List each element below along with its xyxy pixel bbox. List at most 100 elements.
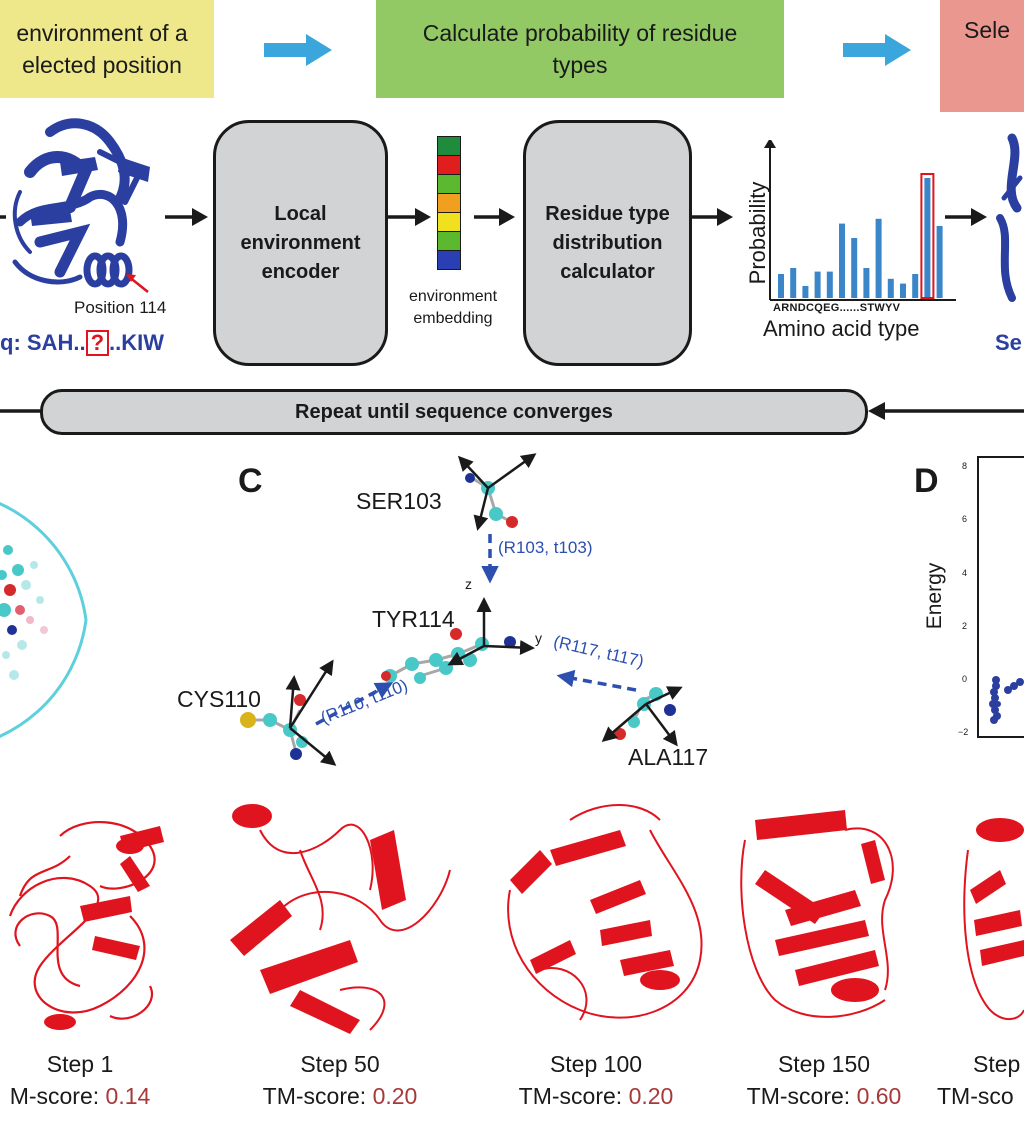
probability-bar (887, 278, 894, 298)
probability-bar (778, 274, 784, 298)
step-150-caption: Step 150 TM-score: 0.60 (724, 1048, 924, 1112)
residue-label-tyr114: TYR114 (372, 606, 455, 632)
embedding-cell (437, 136, 461, 156)
tm-score-prefix: TM-score: (746, 1083, 857, 1110)
step-150-label: Step 150 (777, 1051, 871, 1077)
step-final-label: Step (973, 1051, 1021, 1077)
energy-points (989, 676, 1024, 724)
tm-score-value: 0.14 (105, 1083, 151, 1110)
step-1-tm-score: M-score: 0.14 (0, 1080, 180, 1112)
stage-label-select: Sele (964, 17, 1011, 43)
highlighted-bar-box (920, 173, 935, 299)
energy-ytick-4: 4 (962, 568, 968, 578)
probability-bar (912, 274, 919, 298)
step-50-label: Step 50 (300, 1051, 380, 1077)
probability-bar (790, 268, 797, 298)
tm-score-value: 0.20 (372, 1083, 418, 1110)
energy-ytick-8: 8 (962, 461, 968, 471)
probability-bar (802, 286, 809, 298)
panel-d-letter: D (914, 462, 939, 500)
axis-label-y: y (535, 630, 542, 646)
energy-ytick-6: 6 (962, 514, 968, 524)
step-1-label: Step 1 (46, 1051, 114, 1077)
residue-distribution-calculator: Residue type distribution calculator (523, 120, 692, 366)
chart-tick-labels: ARNDCQEG......STWYV (773, 302, 901, 314)
sequence-prefix: q: SAH.. (0, 330, 86, 355)
step-150-tm-score: TM-score: 0.60 (724, 1080, 924, 1112)
repeat-loop-arrows (0, 402, 1024, 420)
step-1-caption: Step 1 M-score: 0.14 (0, 1048, 180, 1112)
stage-label-environment: environment of a elected position (16, 19, 188, 78)
step-final-tm-score: TM-sco (937, 1080, 1024, 1112)
protein-structure-image (12, 118, 150, 293)
probability-bar (863, 268, 870, 298)
probability-bar (826, 271, 833, 298)
energy-plot-frame (977, 456, 1024, 738)
tm-score-prefix: TM-sco (937, 1083, 1014, 1110)
calculator-label: Residue type distribution calculator (545, 202, 670, 283)
embedding-label: environment embedding (408, 288, 498, 327)
residue-label-ala117: ALA117 (628, 744, 709, 770)
stage-box-select: Sele (940, 0, 1024, 112)
embedding-cell (437, 251, 461, 270)
embedding-cell (437, 232, 461, 251)
pipeline-arrows (0, 208, 987, 226)
query-sequence: q: SAH..?..KIW (0, 330, 164, 356)
embedding-cell (437, 213, 461, 232)
position-label: Position 114 (74, 298, 167, 317)
energy-ylabel: Energy (923, 562, 946, 630)
chart-xlabel: Amino acid type (763, 316, 920, 341)
probability-chart (764, 140, 956, 301)
tm-score-prefix: TM-score: (518, 1083, 629, 1110)
step-100-caption: Step 100 TM-score: 0.20 (496, 1048, 696, 1112)
energy-ytick-2: 2 (962, 621, 968, 631)
step-150-structure-image (740, 810, 894, 1018)
sequence-query-residue: ? (85, 330, 110, 356)
step-100-tm-score: TM-score: 0.20 (496, 1080, 696, 1112)
embedding-cell (437, 156, 461, 175)
stage-box-calculate: Calculate probability of residue types (376, 0, 784, 98)
probability-bar (839, 223, 845, 298)
tm-score-value: 0.60 (856, 1083, 902, 1110)
step-50-structure-image (230, 804, 451, 1034)
repeat-label: Repeat until sequence converges (295, 400, 613, 423)
step-100-structure-image (507, 804, 703, 1021)
panel-b-environment-sphere (0, 502, 88, 738)
stage-flow-arrow-2 (843, 34, 911, 66)
stage-label-calculate: Calculate probability of residue types (422, 19, 738, 78)
embedding-cell (437, 175, 461, 194)
step-100-label: Step 100 (549, 1051, 643, 1077)
probability-bar (924, 178, 931, 298)
probability-bar (936, 226, 943, 298)
transform-label-r103: (R103, t103) (498, 538, 593, 557)
residue-label-cys110: CYS110 (177, 686, 261, 712)
stage-box-environment: environment of a elected position (0, 0, 214, 98)
environment-embedding-vector (437, 136, 461, 270)
probability-bar (875, 218, 882, 298)
panel-c-residue-frames (240, 453, 683, 766)
sequence-suffix: ..KIW (109, 330, 165, 355)
axis-label-z: z (465, 576, 472, 592)
probability-bar (814, 271, 821, 298)
panel-c-letter: C (238, 462, 263, 500)
encoder-label: Local environment encoder (240, 202, 361, 283)
step-1-structure-image (8, 820, 164, 1030)
tm-score-prefix: TM-score: (262, 1083, 373, 1110)
right-sequence-label: Se (995, 330, 1022, 355)
tm-score-prefix: M-score: (9, 1083, 106, 1110)
probability-bar (851, 238, 858, 298)
tm-score-value: 0.20 (628, 1083, 674, 1110)
step-final-caption: Step TM-sco (937, 1048, 1024, 1112)
step-final-structure-image (963, 818, 1024, 1020)
residue-label-ser103: SER103 (356, 488, 442, 514)
step-50-caption: Step 50 TM-score: 0.20 (240, 1048, 440, 1112)
local-environment-encoder: Local environment encoder (213, 120, 388, 366)
energy-ytick-0: 0 (962, 674, 968, 684)
probability-bar (900, 283, 906, 298)
stage-flow-arrow-1 (264, 34, 332, 66)
energy-ytick-neg2: −2 (958, 727, 969, 737)
repeat-until-converges-bar: Repeat until sequence converges (40, 389, 868, 435)
step-50-tm-score: TM-score: 0.20 (240, 1080, 440, 1112)
embedding-cell (437, 194, 461, 213)
protein-structure-right-image (996, 133, 1023, 302)
